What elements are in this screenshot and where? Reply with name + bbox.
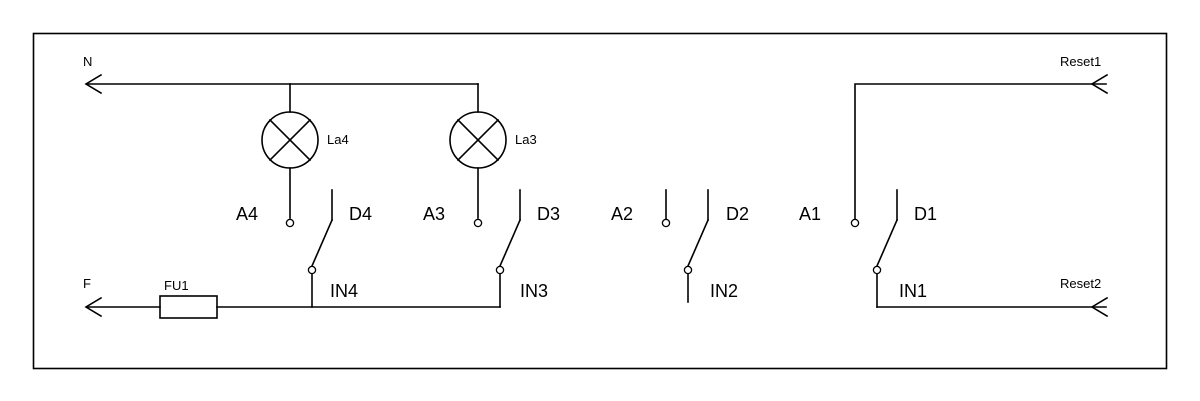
relay-contact-4 [285, 189, 334, 308]
neutral-terminal-label: N [83, 54, 92, 69]
contact-d3-label: D3 [537, 204, 560, 224]
common-in2-label: IN2 [710, 281, 738, 301]
reset1-terminal [1090, 73, 1109, 95]
contact-a1-label: A1 [799, 204, 821, 224]
reset1-wire [854, 83, 1107, 220]
lamp-la4 [261, 83, 319, 219]
fuse-fu1 [159, 295, 218, 319]
reset2-terminal [1090, 296, 1109, 318]
lamp-la3-label: La3 [515, 132, 537, 147]
contact-d1-label: D1 [914, 204, 937, 224]
neutral-terminal [84, 73, 103, 95]
contact-a3-label: A3 [423, 204, 445, 224]
lamp-la4-label: La4 [327, 132, 349, 147]
fuse-fu1-label: FU1 [164, 278, 189, 293]
contact-d4-label: D4 [349, 204, 372, 224]
reset1-terminal-label: Reset1 [1060, 54, 1101, 69]
phase-terminal-label: F [83, 276, 91, 291]
contact-a2-label: A2 [611, 204, 633, 224]
phase-terminal [84, 296, 103, 318]
common-in3-label: IN3 [520, 281, 548, 301]
reset2-terminal-label: Reset2 [1060, 276, 1101, 291]
relay-contact-3 [473, 189, 522, 308]
relay-contact-1 [850, 189, 899, 308]
lamp-la3 [449, 83, 507, 219]
diagram-frame [32, 32, 1168, 370]
common-in1-label: IN1 [899, 281, 927, 301]
relay-contact-2 [661, 189, 710, 303]
contact-a4-label: A4 [236, 204, 258, 224]
contact-d2-label: D2 [726, 204, 749, 224]
common-in4-label: IN4 [330, 281, 358, 301]
